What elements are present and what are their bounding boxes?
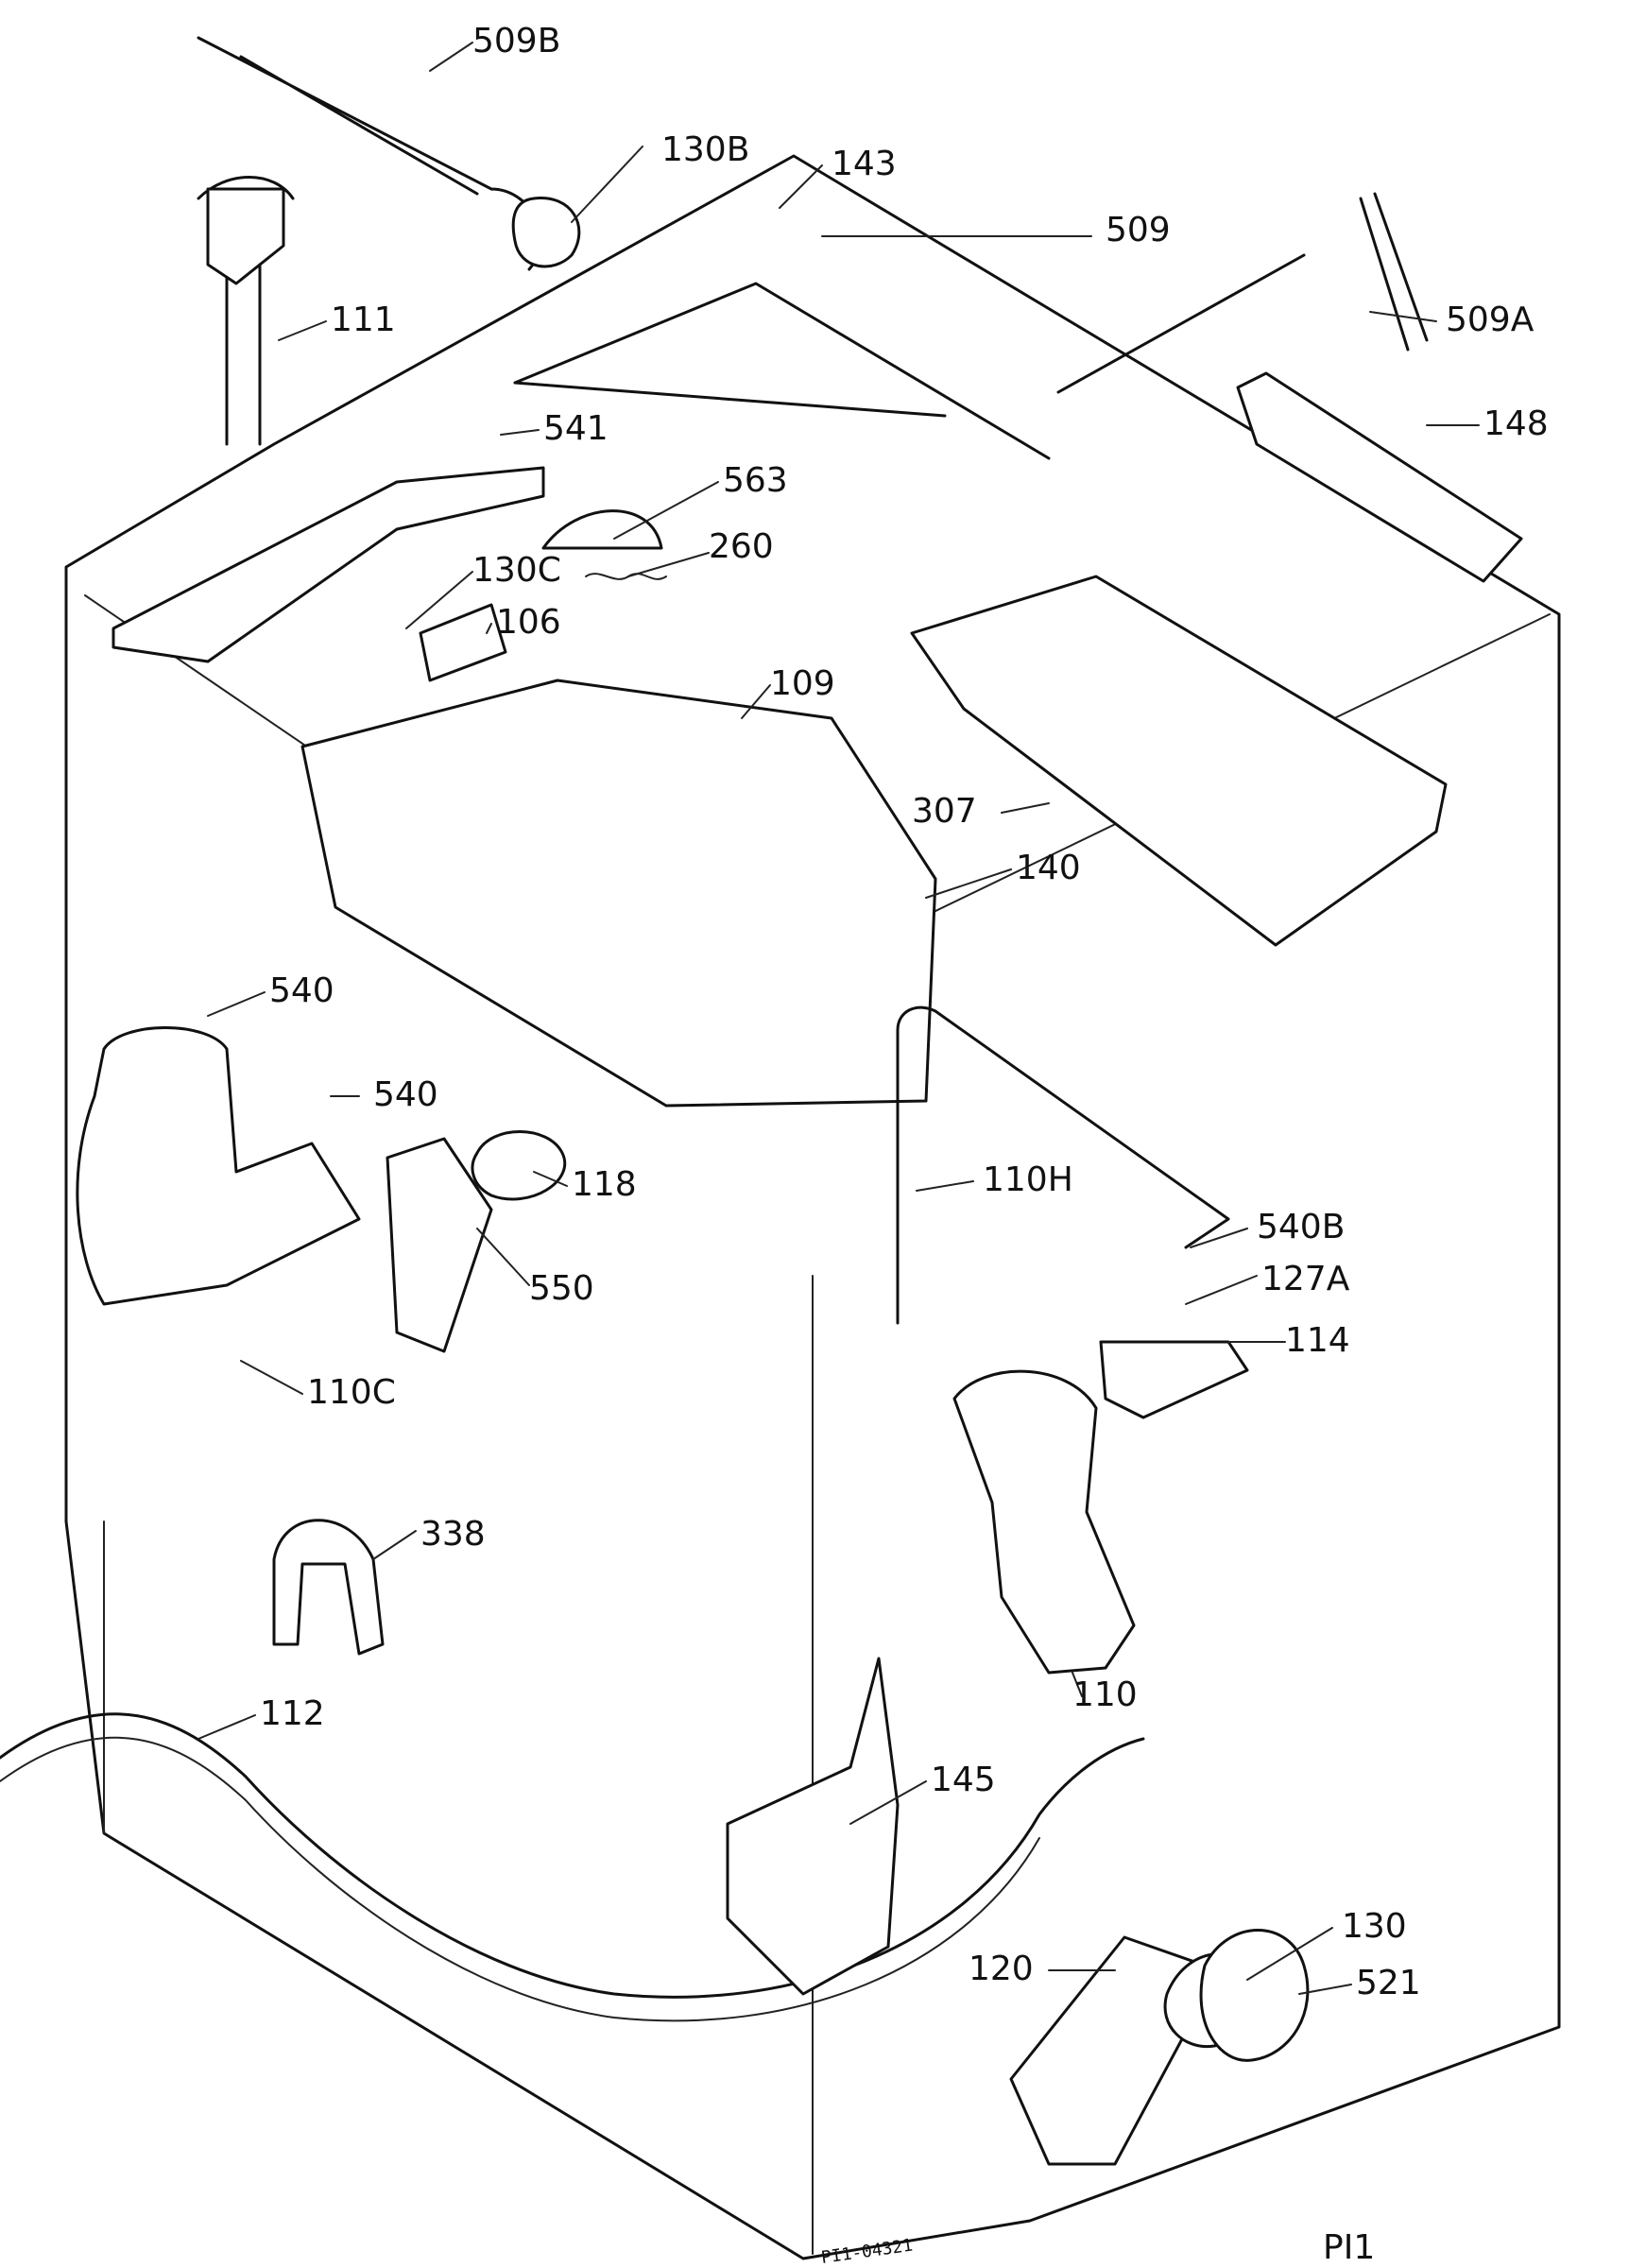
label-109: 109 (770, 664, 835, 703)
drain-hose-112 (0, 1712, 1145, 1999)
knob-118 (471, 1130, 566, 1201)
label-541: 541 (543, 409, 609, 448)
label-509: 509 (1106, 211, 1171, 249)
label-130b: 130B (661, 130, 749, 169)
label-143: 143 (832, 145, 897, 183)
lever-509a (1359, 192, 1429, 352)
label-260: 260 (709, 527, 774, 566)
leader-lines (197, 42, 1480, 1995)
label-563: 563 (723, 461, 788, 500)
valve-111 (206, 187, 285, 285)
label-540-top: 540 (269, 971, 334, 1010)
label-130: 130 (1342, 1907, 1407, 1946)
label-110h: 110H (983, 1160, 1073, 1199)
spring-260 (585, 573, 667, 580)
tray-307 (910, 575, 1448, 947)
label-127a: 127A (1261, 1260, 1350, 1298)
cap-521 (1199, 1929, 1310, 2062)
label-509b: 509B (472, 22, 560, 60)
label-140: 140 (1016, 849, 1081, 887)
label-145: 145 (931, 1761, 996, 1799)
label-110: 110 (1072, 1675, 1138, 1714)
label-110c: 110C (307, 1373, 396, 1412)
part-148 (1236, 371, 1523, 583)
label-120: 120 (969, 1950, 1034, 1988)
part-labels: 509B 130B 143 509 111 509A 148 541 563 2… (260, 22, 1549, 2268)
label-114: 114 (1285, 1321, 1350, 1360)
clip-338 (272, 1519, 385, 1656)
drain-hose-112-inner (0, 1736, 1040, 2022)
dispenser-109 (300, 679, 937, 1108)
label-106: 106 (496, 603, 561, 642)
elbow-110c (76, 1026, 361, 1306)
label-111: 111 (331, 301, 396, 339)
page-code: PI1 (1323, 2228, 1375, 2267)
hose-110 (952, 1369, 1136, 1675)
label-540-mid: 540 (373, 1075, 438, 1114)
part-106 (419, 603, 507, 682)
label-521: 521 (1356, 1964, 1421, 2002)
drawing-code: PI1-04321 (820, 2236, 915, 2268)
cabinet-outline (64, 154, 1561, 2260)
lever-509 (513, 282, 1051, 460)
label-509a: 509A (1446, 301, 1535, 339)
nut-130b (511, 197, 581, 268)
label-540b: 540B (1257, 1208, 1345, 1246)
label-112: 112 (260, 1694, 325, 1733)
label-118: 118 (572, 1165, 637, 1204)
valve-114 (1099, 1340, 1249, 1419)
hose-110h (896, 1005, 1230, 1325)
cover-563 (541, 509, 663, 550)
pump-145 (726, 1657, 900, 1996)
clamp-550 (386, 1137, 493, 1353)
label-307: 307 (912, 792, 977, 831)
rod-509 (1056, 253, 1306, 394)
label-130c: 130C (472, 551, 561, 590)
label-550: 550 (529, 1269, 594, 1308)
part-541 (111, 466, 545, 663)
label-338: 338 (420, 1515, 486, 1554)
label-148: 148 (1483, 404, 1549, 443)
